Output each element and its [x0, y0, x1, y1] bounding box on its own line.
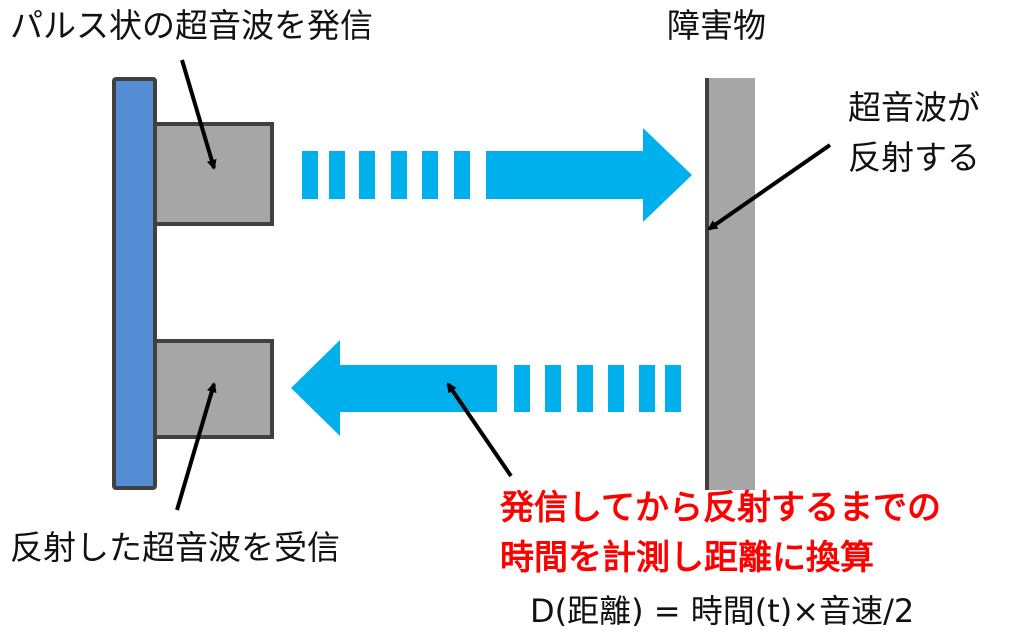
returning-wave — [291, 340, 681, 436]
pointer-explain — [446, 382, 513, 478]
pointer-reflect — [707, 143, 832, 231]
transmit-label: パルス状の超音波を発信 — [10, 6, 373, 45]
pointer-receive — [175, 382, 217, 511]
explain-label-line2: 時間を計測し距離に換算 — [500, 538, 874, 578]
outgoing-wave — [302, 128, 692, 222]
explain-label-line1: 発信してから反射するまでの — [500, 488, 941, 528]
transmitter-box — [153, 122, 274, 226]
returning-arrow — [291, 340, 497, 436]
obstacle — [707, 78, 755, 490]
outgoing-arrow — [486, 128, 692, 222]
distance-formula: D(距離) = 時間(t)×音速/2 — [530, 592, 915, 630]
receive-label: 反射した超音波を受信 — [10, 528, 340, 567]
reflect-label-line2: 反射する — [848, 138, 980, 177]
reflect-label-line1: 超音波が — [848, 88, 980, 127]
sensor-board — [112, 77, 157, 490]
pointer-transmit — [180, 59, 217, 170]
obstacle-label: 障害物 — [667, 6, 766, 45]
